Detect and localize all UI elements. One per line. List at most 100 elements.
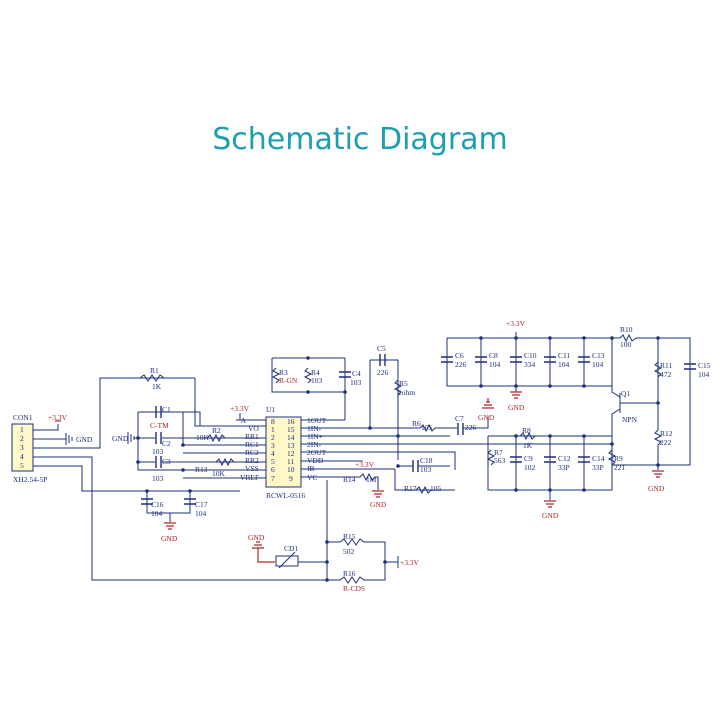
gnd-symbol: GND [65,433,93,445]
svg-text:103: 103 [152,474,164,483]
resistor-r7: R7 563 [486,448,506,466]
gnd-symbol: GND [542,500,559,520]
svg-text:VSS: VSS [245,464,259,473]
svg-text:VO: VO [248,424,259,433]
con1-pin: 5 [20,461,24,470]
svg-text:C14: C14 [592,454,605,463]
svg-text:NPN: NPN [622,415,638,424]
svg-text:1: 1 [271,425,275,434]
svg-text:R17: R17 [404,484,417,493]
svg-text:C4: C4 [352,369,361,378]
svg-text:3: 3 [271,441,275,450]
capacitor-c16: C16 104 [141,498,164,518]
gnd-symbol: GND [248,533,275,563]
svg-text:11: 11 [287,457,294,466]
capacitor-c8: C8 104 [475,351,501,369]
svg-text:C-TM: C-TM [150,421,169,430]
svg-text:GND: GND [370,500,387,509]
con1-pin: 4 [20,452,24,461]
svg-text:C1: C1 [162,405,171,414]
svg-text:226: 226 [455,360,467,369]
svg-text:222: 222 [660,438,672,447]
svg-text:RR1: RR1 [245,432,259,441]
svg-text:GND: GND [542,511,559,520]
svg-text:R15: R15 [343,532,356,541]
svg-text:1K: 1K [152,382,162,391]
svg-text:104: 104 [195,509,207,518]
capacitor-c3: C3 103 [152,456,171,483]
svg-text:R-GN: R-GN [279,376,298,385]
photoresistor-cd1: CD1 [275,544,327,569]
svg-text:14: 14 [287,433,295,442]
con1-pin: 1 [20,425,24,434]
svg-text:102: 102 [524,463,536,472]
u1-pin-wires [236,413,612,479]
svg-text:10K: 10K [212,469,226,478]
svg-text:4: 4 [271,449,275,458]
svg-text:RR2: RR2 [245,456,259,465]
svg-text:2: 2 [271,433,275,442]
capacitor-c12: C12 33P [544,454,571,472]
resistor-r5: R5 1ohm [393,379,415,397]
vcc-label: +3.3V [506,319,526,328]
gnd-symbol: GND [112,432,138,444]
svg-text:C17: C17 [195,500,208,509]
svg-text:9: 9 [289,474,293,483]
con1-ref: CON1 [13,413,33,422]
svg-text:226: 226 [377,368,389,377]
svg-text:R14: R14 [343,475,356,484]
svg-text:R-CDS: R-CDS [343,584,365,593]
resistor-r2: 10K R2 [196,426,226,443]
svg-text:104: 104 [489,360,501,369]
svg-text:C2: C2 [162,439,171,448]
svg-text:GND: GND [648,484,665,493]
svg-text:GND: GND [478,413,495,422]
capacitor-c4: C4 103 [339,369,362,387]
capacitor-c17: C17 104 [184,498,208,518]
svg-text:GND: GND [112,434,129,443]
gnd-symbol: GND [478,398,495,422]
svg-text:Q1: Q1 [621,389,630,398]
svg-text:7: 7 [271,474,275,483]
resistor-r11: R11 472 [653,361,672,379]
svg-text:472: 472 [660,370,672,379]
svg-text:RCWL-0516: RCWL-0516 [266,491,305,500]
vcc-label: +3.3V [400,558,420,567]
vcc-label: +3.3V [230,404,250,413]
svg-text:GND: GND [76,435,93,444]
resistor-r14: R14 1M [340,472,379,490]
page-title: Schematic Diagram [212,122,508,157]
svg-text:100: 100 [620,340,632,349]
resistor-r16: R16 R-CDS [339,569,370,593]
svg-text:GND: GND [508,403,525,412]
svg-text:C9: C9 [524,454,533,463]
svg-text:16: 16 [287,417,295,426]
svg-text:104: 104 [698,370,710,379]
svg-text:R2: R2 [212,426,221,435]
svg-text:5: 5 [271,457,275,466]
svg-text:8: 8 [271,417,275,426]
resistor-r3: R3 R-GN [271,367,298,385]
svg-text:R3: R3 [279,368,288,377]
svg-text:103: 103 [350,378,362,387]
svg-text:1K: 1K [523,441,533,450]
capacitor-c14: C14 33P [578,454,605,472]
svg-text:10K: 10K [196,433,210,442]
capacitor-c7: C7 226 [455,414,477,435]
resistor-r8: R8 1K [519,426,536,450]
resistor-r15: R15 502 [339,532,370,556]
svg-text:R11: R11 [660,361,672,370]
con1-pin: 2 [20,434,24,443]
svg-text:C13: C13 [592,351,605,360]
capacitor-c18: C18 103 [398,456,450,474]
svg-text:104: 104 [558,360,570,369]
svg-text:R10: R10 [620,325,633,334]
svg-text:C7: C7 [455,414,464,423]
svg-text:R12: R12 [660,429,673,438]
svg-text:C15: C15 [698,361,711,370]
svg-text:CD1: CD1 [284,544,298,553]
svg-text:6: 6 [271,465,275,474]
capacitor-c5: C5 226 [377,344,389,377]
svg-text:221: 221 [614,463,626,472]
